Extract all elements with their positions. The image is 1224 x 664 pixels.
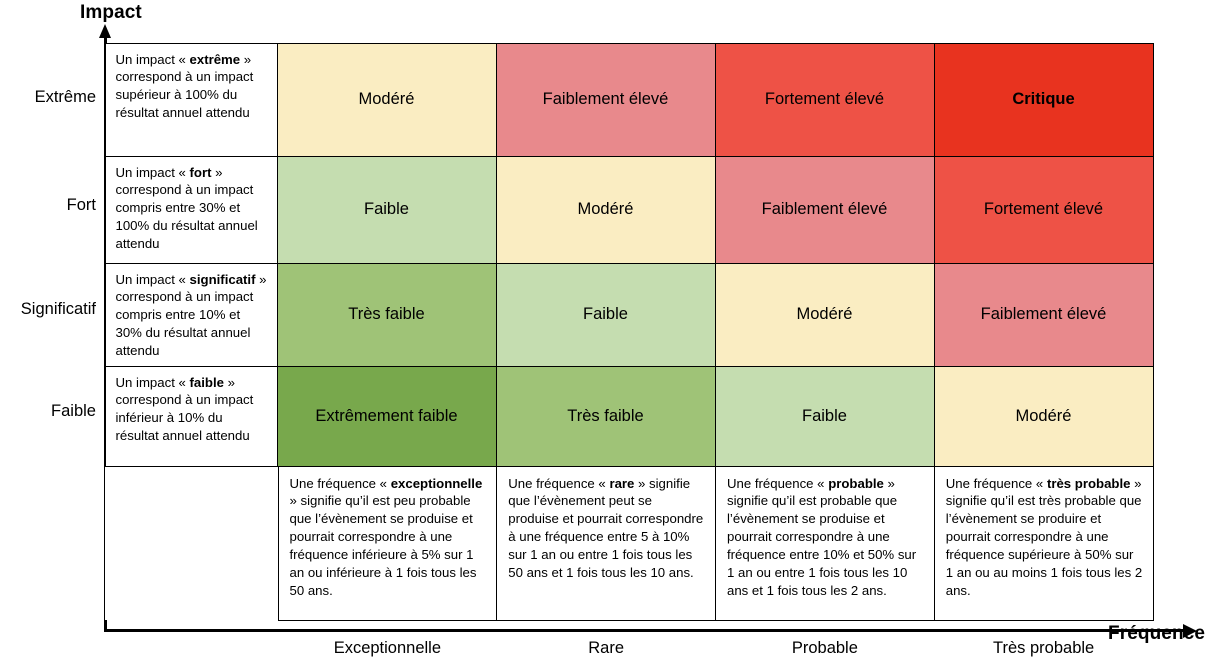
impact-desc-pre: Un impact «	[115, 51, 190, 67]
freq-desc-post: » signifie qu’il est probable que l’évèn…	[727, 475, 917, 599]
matrix-cell-significatif-probable[interactable]: Modéré	[714, 262, 935, 367]
impact-desc-post: » correspond à un impact compris entre 1…	[115, 271, 267, 359]
matrix-row: Un impact « significatif » correspond à …	[104, 262, 1154, 367]
frequency-level-label-exceptionnelle: Exceptionnelle	[333, 639, 442, 657]
frequency-description-exceptionnelle: Une fréquence « exceptionnelle » signifi…	[277, 465, 498, 621]
impact-level-label-faible: Faible	[51, 402, 96, 420]
frequency-description-row: Une fréquence « exceptionnelle » signifi…	[105, 465, 1154, 621]
impact-desc-keyword: significatif	[189, 271, 256, 287]
matrix-row: Un impact « fort » correspond à un impac…	[104, 155, 1154, 264]
impact-description-extreme: Un impact « extrême » correspond à un im…	[104, 42, 278, 157]
matrix-cell-faible-tres-probable[interactable]: Modéré	[933, 365, 1154, 467]
matrix-row: Un impact « extrême » correspond à un im…	[104, 42, 1154, 157]
matrix-cell-fort-exceptionnelle[interactable]: Faible	[276, 155, 497, 264]
x-axis-title: Fréquence	[1108, 623, 1205, 644]
impact-desc-post: » correspond à un impact compris entre 3…	[115, 164, 258, 252]
frequency-level-label-probable: Probable	[791, 639, 858, 657]
frequency-description-probable: Une fréquence « probable » signifie qu’i…	[715, 465, 935, 621]
impact-desc-pre: Un impact «	[115, 164, 190, 180]
y-axis-arrow-icon	[99, 24, 111, 38]
impact-description-faible: Un impact « faible » correspond à un imp…	[104, 365, 278, 467]
freq-desc-keyword: probable	[828, 475, 884, 491]
impact-desc-pre: Un impact «	[115, 374, 190, 390]
impact-desc-keyword: extrême	[189, 51, 241, 67]
axis-label-spacer	[105, 634, 278, 664]
matrix-cell-significatif-tres-probable[interactable]: Faiblement élevé	[933, 262, 1154, 367]
matrix-cell-significatif-rare[interactable]: Faible	[495, 262, 716, 367]
matrix-row: Un impact « faible » correspond à un imp…	[104, 365, 1154, 467]
frequency-level-label-tres-probable: Très probable	[993, 639, 1095, 657]
frequency-axis-labels: Exceptionnelle Rare Probable Très probab…	[105, 634, 1153, 664]
frequency-description-tres-probable: Une fréquence « très probable » signifie…	[933, 465, 1154, 621]
freq-desc-pre: Une fréquence «	[727, 475, 829, 491]
x-axis-line	[104, 629, 1183, 632]
freq-desc-post: » signifie qu’il est peu probable que l’…	[289, 493, 477, 599]
matrix-cell-fort-tres-probable[interactable]: Fortement élevé	[933, 155, 1154, 264]
impact-level-label-significatif: Significatif	[20, 300, 96, 318]
impact-desc-post: » correspond à un impact inférieur à 10%…	[115, 374, 254, 444]
matrix-cell-extreme-tres-probable[interactable]: Critique	[933, 42, 1154, 157]
grid-corner-spacer	[105, 466, 278, 620]
y-axis-title: Impact	[80, 2, 142, 23]
freq-desc-pre: Une fréquence «	[508, 475, 610, 491]
x-axis-arrow-icon	[1183, 623, 1197, 638]
matrix-cell-faible-rare[interactable]: Très faible	[495, 365, 716, 467]
matrix-cell-faible-probable[interactable]: Faible	[714, 365, 935, 467]
frequency-level-label-rare: Rare	[588, 639, 624, 657]
impact-desc-keyword: faible	[189, 374, 224, 390]
impact-description-fort: Un impact « fort » correspond à un impac…	[104, 155, 278, 264]
freq-desc-keyword: exceptionnelle	[390, 475, 483, 491]
matrix-cell-fort-rare[interactable]: Modéré	[495, 155, 716, 264]
matrix-cell-fort-probable[interactable]: Faiblement élevé	[714, 155, 935, 264]
freq-desc-post: » signifie qu’il est très probable que l…	[945, 475, 1143, 599]
freq-desc-keyword: très probable	[1046, 475, 1131, 491]
freq-desc-pre: Une fréquence «	[289, 475, 391, 491]
impact-desc-keyword: fort	[189, 164, 212, 180]
freq-desc-keyword: rare	[609, 475, 635, 491]
matrix-cell-significatif-exceptionnelle[interactable]: Très faible	[276, 262, 497, 367]
impact-desc-post: » correspond à un impact supérieur à 100…	[115, 51, 254, 121]
matrix-grid: Un impact « extrême » correspond à un im…	[104, 42, 1154, 621]
matrix-cell-extreme-probable[interactable]: Fortement élevé	[714, 42, 935, 157]
impact-level-label-extreme: Extrême	[34, 88, 96, 106]
frequency-description-rare: Une fréquence « rare » signifie que l’év…	[496, 465, 716, 621]
matrix-cell-faible-exceptionnelle[interactable]: Extrêmement faible	[276, 365, 497, 467]
impact-desc-pre: Un impact «	[115, 271, 190, 287]
impact-level-label-fort: Fort	[66, 196, 96, 214]
matrix-cell-extreme-rare[interactable]: Faiblement élevé	[495, 42, 716, 157]
freq-desc-post: » signifie que l’évènement peut se produ…	[508, 475, 704, 581]
impact-description-significatif: Un impact « significatif » correspond à …	[104, 262, 278, 367]
matrix-cell-extreme-exceptionnelle[interactable]: Modéré	[276, 42, 497, 157]
freq-desc-pre: Une fréquence «	[945, 475, 1047, 491]
